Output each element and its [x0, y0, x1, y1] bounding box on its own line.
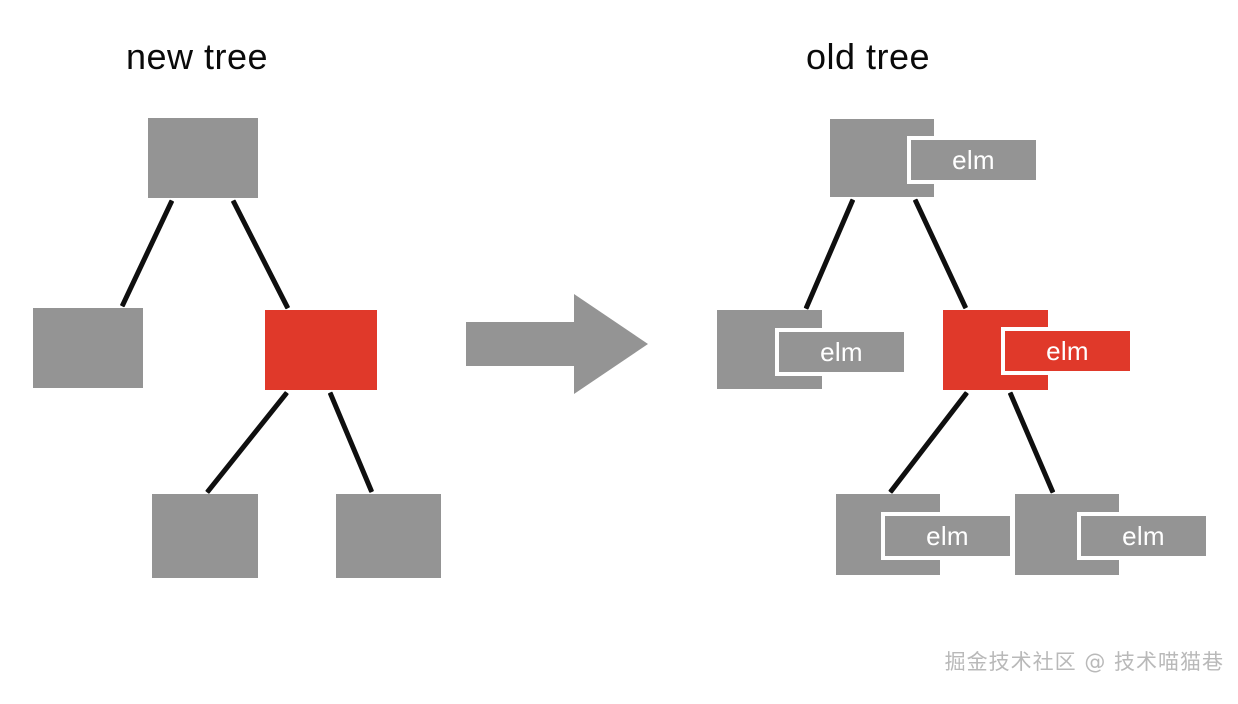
new-tree-title: new tree [126, 36, 269, 77]
tree-edge [1007, 391, 1056, 493]
watermark-text: 掘金技术社区 @ 技术喵猫巷 [944, 650, 1224, 674]
tree-edge [205, 390, 289, 494]
tree-node[interactable]: elm [1015, 494, 1210, 575]
tree-edge [119, 198, 175, 308]
node-elm-label: elm [1122, 521, 1165, 551]
node-elm-tag: elm [881, 512, 1014, 560]
tree-node[interactable] [336, 494, 441, 578]
tree-edge [327, 391, 375, 493]
tree-node[interactable] [152, 494, 258, 578]
tree-node[interactable]: elm [717, 310, 908, 389]
node-elm-tag: elm [1077, 512, 1210, 560]
tree-edge [230, 198, 291, 310]
node-body [265, 310, 377, 390]
tree-node[interactable] [148, 118, 258, 198]
transition-arrow-icon [466, 292, 648, 396]
tree-node[interactable]: elm [943, 310, 1134, 390]
node-body [336, 494, 441, 578]
tree-node[interactable]: elm [836, 494, 1014, 575]
tree-edge [803, 198, 856, 309]
node-elm-label: elm [952, 145, 995, 175]
node-body [33, 308, 143, 388]
node-elm-label: elm [1046, 336, 1089, 366]
tree-node[interactable] [33, 308, 143, 388]
node-elm-label: elm [926, 521, 969, 551]
tree-edge [912, 197, 969, 310]
node-elm-tag: elm [775, 328, 908, 376]
tree-edge [888, 390, 969, 494]
node-body [148, 118, 258, 198]
node-elm-tag: elm [907, 136, 1040, 184]
tree-node[interactable] [265, 310, 377, 390]
old-tree-title: old tree [806, 36, 931, 77]
node-body [152, 494, 258, 578]
tree-node[interactable]: elm [830, 119, 1040, 197]
node-elm-tag: elm [1001, 327, 1134, 375]
node-elm-label: elm [820, 337, 863, 367]
